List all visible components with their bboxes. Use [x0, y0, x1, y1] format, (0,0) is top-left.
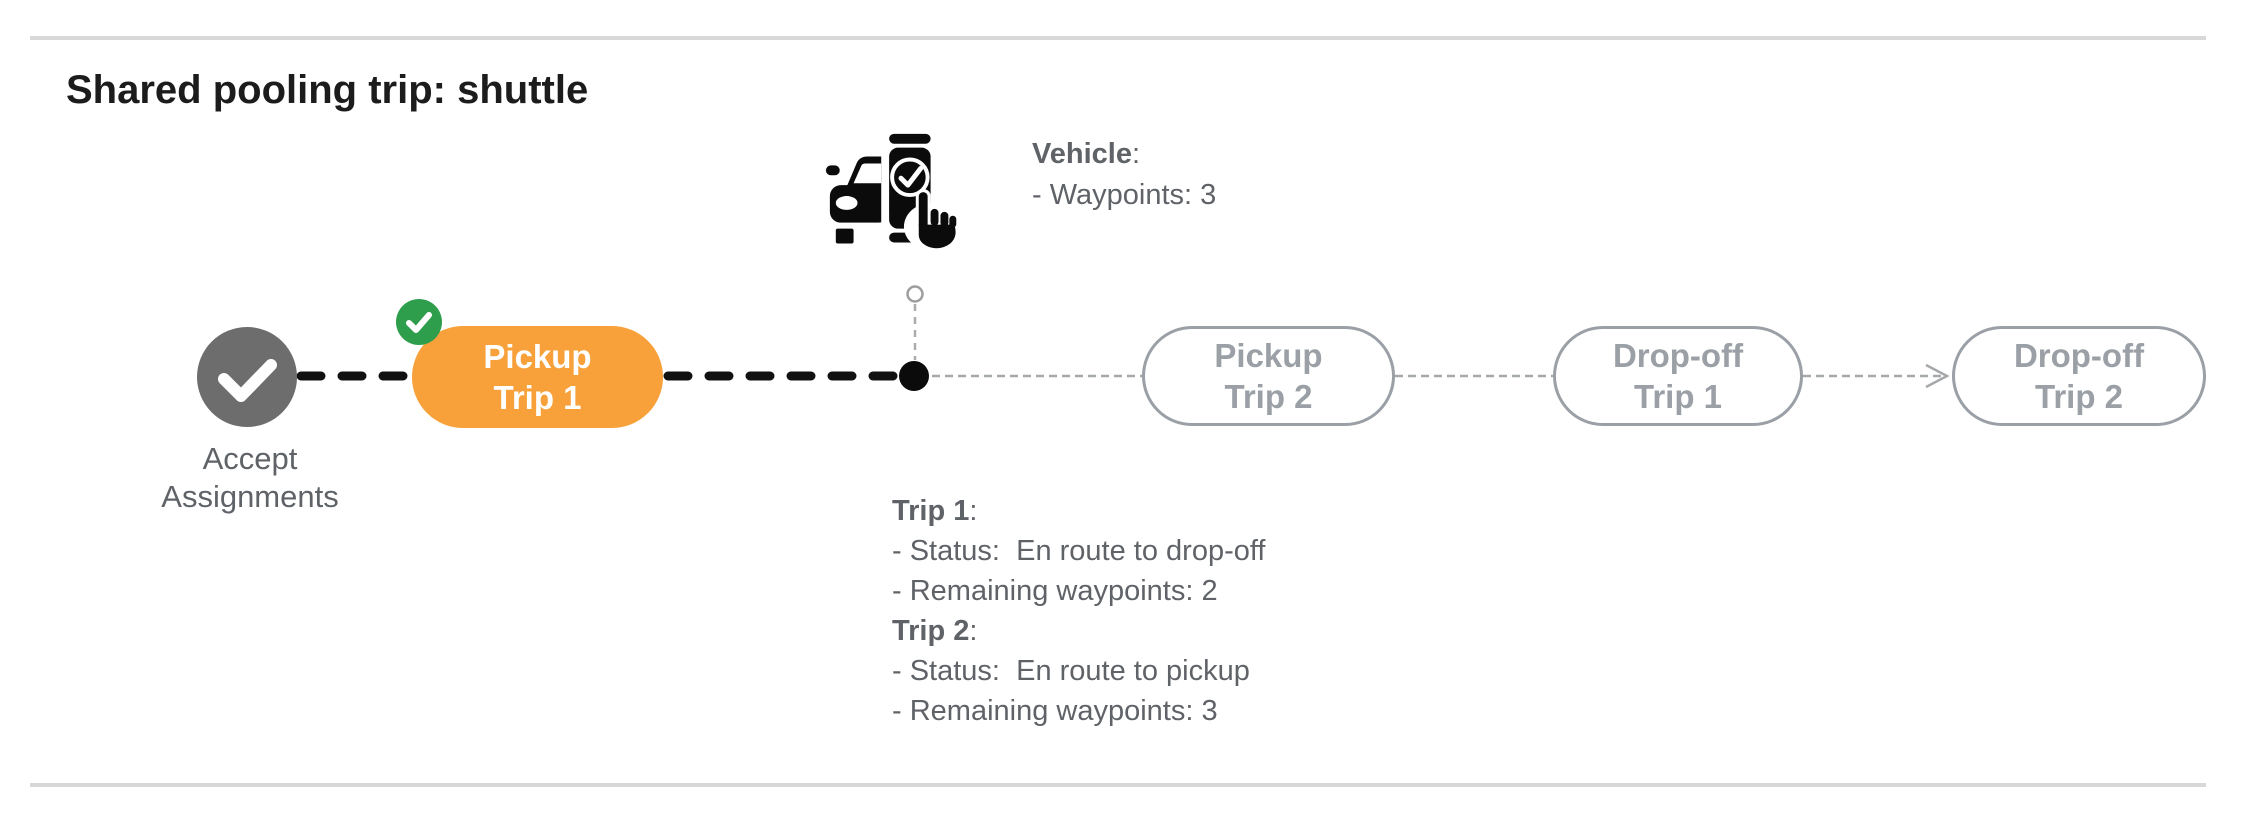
check-icon	[406, 312, 432, 333]
bottom-divider	[30, 783, 2206, 787]
open-dot-icon	[906, 285, 924, 303]
timeline-node-pickup-trip-2: Pickup Trip 2	[1142, 326, 1395, 426]
node-label-line1: Pickup	[1214, 337, 1323, 374]
accept-label-line2: Assignments	[161, 479, 339, 514]
page-title: Shared pooling trip: shuttle	[66, 68, 589, 112]
trip2-status: - Status: En route to pickup	[892, 655, 1250, 687]
hand-glyph	[903, 189, 960, 251]
trip1-heading: Trip 1:	[892, 495, 978, 527]
trip1-remaining-waypoints: - Remaining waypoints: 2	[892, 575, 1218, 607]
trip1-status: - Status: En route to drop-off	[892, 535, 1266, 567]
trip-info: Trip 1: - Status: En route to drop-off -…	[892, 491, 1265, 731]
vehicle-icon	[825, 133, 960, 251]
car-glyph-details	[829, 149, 892, 245]
vehicle-info-heading: Vehicle:	[1032, 138, 1141, 170]
top-divider	[30, 36, 2206, 40]
accept-assignments-label: Accept Assignments	[97, 440, 403, 516]
node-label-line2: Trip 2	[1224, 378, 1313, 415]
check-glyph	[890, 157, 930, 198]
current-position-dot	[899, 361, 929, 391]
node-label-line1: Drop-off	[1612, 337, 1744, 374]
timeline-node-dropoff-trip-1: Drop-off Trip 1	[1553, 326, 1803, 426]
accept-label-line1: Accept	[202, 441, 298, 476]
node-label-line2: Trip 1	[493, 379, 582, 416]
node-label-line1: Pickup	[483, 338, 592, 375]
accept-assignments-node	[197, 327, 297, 427]
node-label-line1: Drop-off	[2013, 337, 2145, 374]
check-icon	[218, 359, 277, 402]
trip2-remaining-waypoints: - Remaining waypoints: 3	[892, 695, 1218, 727]
completed-check-badge	[396, 299, 442, 345]
node-label-line2: Trip 2	[2034, 378, 2124, 415]
timeline-node-pickup-trip-1: Pickup Trip 1	[412, 326, 663, 428]
vehicle-info: Vehicle: - Waypoints: 3	[1032, 134, 1216, 216]
arrow-right-icon	[1925, 363, 1950, 389]
node-label-line2: Trip 1	[1633, 378, 1723, 415]
vehicle-info-waypoints: - Waypoints: 3	[1032, 179, 1217, 211]
timeline-node-dropoff-trip-2: Drop-off Trip 2	[1952, 326, 2206, 426]
trip2-heading: Trip 2:	[892, 615, 978, 647]
